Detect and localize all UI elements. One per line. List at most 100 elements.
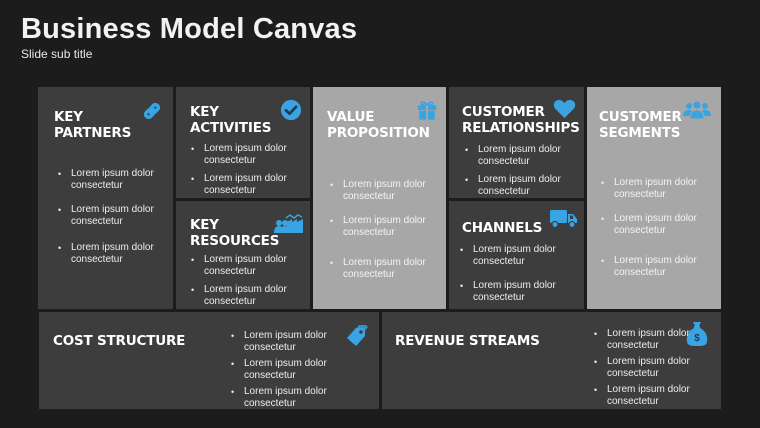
bullet-text: consectetur	[204, 185, 256, 196]
link-icon	[140, 99, 164, 123]
bullet-text: Lorem ipsum dolor	[71, 168, 154, 179]
title-line: RESOURCES	[190, 233, 280, 249]
bullet-text: Lorem ipsum dolor	[473, 244, 556, 255]
bullet-text: consectetur	[204, 155, 256, 166]
title-line: PROPOSITION	[327, 125, 430, 141]
title-line: CUSTOMER	[462, 104, 545, 120]
block-customer-segments: CUSTOMER SEGMENTS Lorem ipsum dolorconse…	[587, 87, 721, 309]
block-key-activities: KEY ACTIVITIES Lorem ipsum dolorconsecte…	[176, 87, 310, 198]
gift-icon	[416, 99, 438, 121]
block-title: CHANNELS	[462, 220, 542, 236]
factory-people-icon	[274, 210, 304, 234]
bullet-text: Lorem ipsum dolor	[473, 280, 556, 291]
block-key-partners: KEY PARTNERS Lorem ipsum dolorconsectetu…	[38, 87, 173, 309]
title-line: RELATIONSHIPS	[462, 120, 580, 136]
title-line: CHANNELS	[462, 220, 543, 236]
bullet-text: consectetur	[614, 267, 666, 278]
bullet-text: Lorem ipsum dolor	[204, 254, 287, 265]
bullet-text: Lorem ipsum dolor	[204, 143, 287, 154]
block-title: COST STRUCTURE	[53, 333, 185, 349]
bullet-text: Lorem ipsum dolor	[244, 358, 327, 369]
bullet-text: Lorem ipsum dolor	[614, 213, 697, 224]
title-line: PARTNERS	[54, 125, 132, 141]
block-revenue-streams: REVENUE STREAMS $ Lorem ipsum dolorconse…	[382, 312, 721, 409]
bullet-text: consectetur	[478, 156, 530, 167]
title-line: KEY	[190, 217, 219, 233]
bullet-text: Lorem ipsum dolor	[204, 173, 287, 184]
block-title: KEY PARTNERS	[54, 109, 131, 141]
title-line: CUSTOMER	[599, 109, 682, 125]
bullet-text: Lorem ipsum dolor	[244, 386, 327, 397]
block-title: CUSTOMER RELATIONSHIPS	[462, 104, 580, 136]
block-title: KEY RESOURCES	[190, 217, 279, 249]
bullet-text: consectetur	[478, 186, 530, 197]
check-circle-icon	[280, 99, 302, 121]
money-bag-icon: $	[686, 321, 708, 347]
bullet-text: consectetur	[614, 189, 666, 200]
block-customer-relationships: CUSTOMER RELATIONSHIPS Lorem ipsum dolor…	[449, 87, 584, 198]
heart-icon	[553, 98, 576, 119]
bullet-text: Lorem ipsum dolor	[343, 257, 426, 268]
bullet-text: consectetur	[244, 398, 296, 409]
users-group-icon	[683, 101, 711, 119]
svg-text:$: $	[694, 333, 700, 344]
title-line: SEGMENTS	[599, 125, 681, 141]
bullet-text: consectetur	[614, 225, 666, 236]
block-title: REVENUE STREAMS	[395, 333, 540, 349]
bullet-text: Lorem ipsum dolor	[244, 330, 327, 341]
bullet-text: Lorem ipsum dolor	[607, 384, 690, 395]
bullet-text: Lorem ipsum dolor	[71, 242, 154, 253]
bullet-text: consectetur	[607, 340, 659, 351]
bullet-text: consectetur	[71, 180, 123, 191]
bullet-text: consectetur	[204, 296, 256, 307]
bullet-text: consectetur	[473, 256, 525, 267]
bullet-text: consectetur	[343, 227, 395, 238]
bullet-text: Lorem ipsum dolor	[614, 177, 697, 188]
bullet-text: Lorem ipsum dolor	[478, 174, 561, 185]
block-title: VALUE PROPOSITION	[327, 109, 430, 141]
bullet-text: Lorem ipsum dolor	[204, 284, 287, 295]
bullet-text: Lorem ipsum dolor	[614, 255, 697, 266]
title-line: ACTIVITIES	[190, 120, 272, 136]
block-value-proposition: VALUE PROPOSITION Lorem ipsum dolorconse…	[313, 87, 446, 309]
bullet-text: consectetur	[473, 292, 525, 303]
bullet-text: Lorem ipsum dolor	[71, 204, 154, 215]
block-cost-structure: COST STRUCTURE Lorem ipsum dolorconsecte…	[39, 312, 379, 409]
bullet-text: consectetur	[343, 269, 395, 280]
bullet-text: Lorem ipsum dolor	[607, 356, 690, 367]
bullet-text: consectetur	[71, 216, 123, 227]
bullet-text: consectetur	[343, 191, 395, 202]
block-title: KEY ACTIVITIES	[190, 104, 271, 136]
bullet-text: consectetur	[607, 368, 659, 379]
block-title: CUSTOMER SEGMENTS	[599, 109, 682, 141]
bullet-text: Lorem ipsum dolor	[343, 215, 426, 226]
title-line: KEY	[190, 104, 219, 120]
slide-title: Business Model Canvas	[21, 13, 358, 45]
